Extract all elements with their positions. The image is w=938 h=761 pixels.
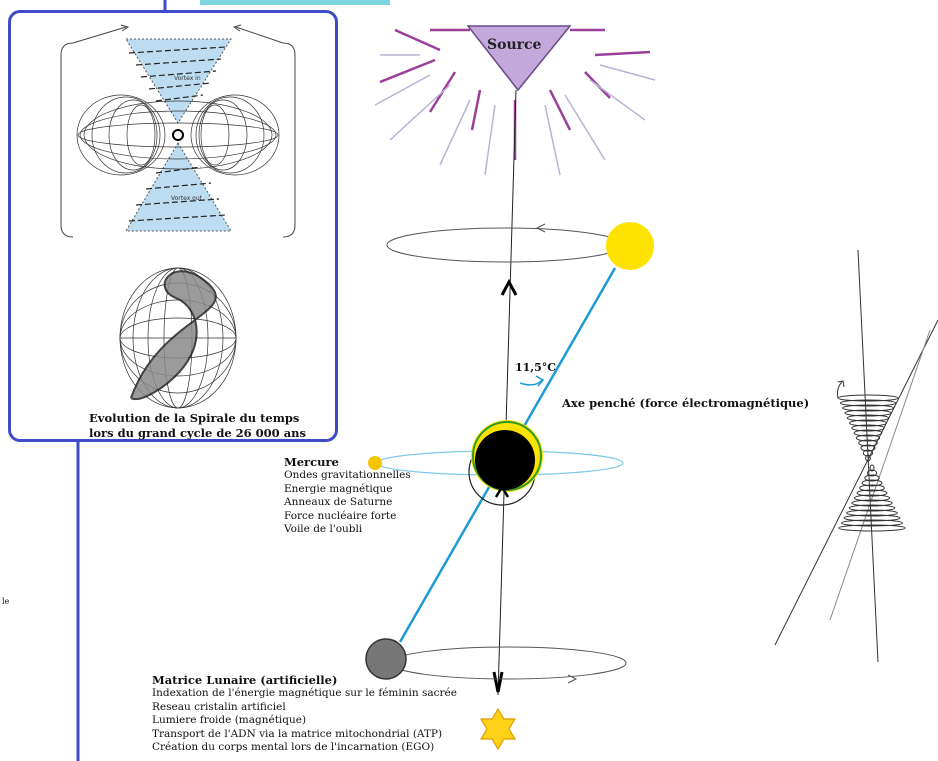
vertical-axis — [497, 89, 517, 696]
mercure-item: Voile de l'oubli — [284, 523, 363, 535]
cone-ring — [840, 519, 904, 527]
sun-orbit-arrow — [535, 223, 546, 233]
earth-arrow — [494, 484, 510, 498]
stray-edge-text: le — [2, 597, 10, 606]
panel-caption: Evolution de la Spirale du temps lors du… — [89, 411, 306, 440]
cone-ring — [869, 464, 875, 472]
title-strip-remnant — [200, 0, 390, 5]
cone-ring — [855, 434, 881, 442]
cone-ring — [849, 419, 887, 427]
cone-ring — [839, 399, 897, 407]
angle-label: 11,5°C — [515, 361, 557, 374]
earth-green-ring — [472, 421, 542, 491]
cone-ring — [851, 424, 885, 432]
matrice-item: Indexation de l'énergie magnétique sur l… — [152, 687, 457, 699]
matrice-title: Matrice Lunaire (artificielle) — [152, 673, 338, 687]
angle-arrow — [535, 375, 545, 387]
star — [479, 707, 517, 751]
source-triangle — [466, 25, 572, 92]
mercure-title: Mercure — [284, 455, 339, 469]
axis-arrow-up — [500, 278, 518, 296]
moon-orbit-arrow — [567, 674, 578, 684]
cone-ring — [838, 524, 906, 532]
cone-ring — [843, 514, 901, 522]
spiral-panel: Vortex in Vortex out Evolution de la Spi… — [8, 10, 338, 442]
cone-ring — [862, 449, 874, 457]
source-rays — [374, 28, 656, 176]
cone-ring — [846, 509, 898, 517]
mercure-item: Anneaux de Saturne — [284, 496, 393, 508]
matrice-item: Reseau cristalin artificiel — [152, 700, 286, 713]
cone-ring — [865, 454, 871, 462]
cone-ring — [866, 469, 878, 477]
matrice-item: Transport de l'ADN via la matrice mitoch… — [152, 727, 443, 740]
angle-curve — [519, 379, 543, 386]
moon — [365, 638, 407, 680]
earth-core — [475, 430, 535, 490]
cone-ring — [858, 439, 878, 447]
vortex-in-label: Vortex in — [174, 75, 201, 82]
cone-ring — [851, 499, 893, 507]
cone-ring — [853, 429, 883, 437]
matrice-legend: Matrice Lunaire (artificielle) Indexatio… — [152, 673, 457, 755]
spiral-panel-graphics — [60, 24, 296, 409]
cone-ring — [859, 484, 885, 492]
right-vortex — [774, 249, 938, 663]
mercure — [368, 456, 382, 470]
cone-ring — [846, 414, 890, 422]
sun-orbit — [386, 227, 624, 263]
cone-ring — [860, 444, 876, 452]
cone-ring — [844, 409, 892, 417]
cone-ring — [853, 494, 891, 502]
sun — [606, 222, 654, 270]
cone-ring — [861, 479, 883, 487]
mercure-item: Force nucléaire forte — [284, 509, 397, 522]
matrice-item: Lumiere froide (magnétique) — [152, 714, 307, 726]
cone-ring — [864, 474, 880, 482]
cone-ring — [842, 404, 894, 412]
source-label: Source — [487, 37, 542, 53]
vortex-out-label: Vortex out — [171, 195, 202, 202]
mercure-item: Energie magnétique — [284, 482, 393, 495]
mercure-item: Ondes gravitationnelles — [284, 469, 411, 481]
mercure-legend: Mercure Ondes gravitationnelles Energie … — [284, 455, 411, 537]
cone-ring — [848, 504, 896, 512]
axis-label: Axe penché (force électromagnétique) — [562, 396, 810, 410]
cone-ring — [856, 489, 888, 497]
matrice-item: Création du corps mental lors de l'incar… — [152, 741, 435, 753]
